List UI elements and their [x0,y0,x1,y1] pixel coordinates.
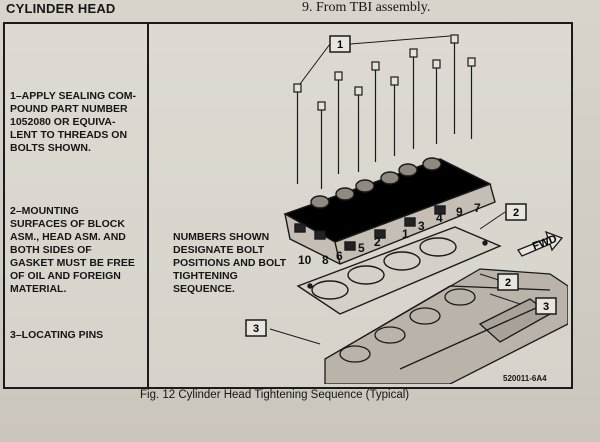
seq-6: 6 [336,249,343,263]
seq-3: 3 [418,219,425,233]
callout-2-upper-label: 2 [513,207,519,219]
note-sealing-compound: 1–APPLY SEALING COM- POUND PART NUMBER 1… [10,90,137,154]
step-text: 9. From TBI assembly. [302,0,431,15]
seq-5: 5 [358,241,365,255]
callout-2-lower-label: 2 [505,277,511,289]
seq-7: 7 [474,201,481,215]
note-locating-pins: 3–LOCATING PINS [10,329,104,341]
note-bolt-sequence: NUMBERS SHOWN DESIGNATE BOLT POSITIONS A… [173,231,287,295]
seq-1: 1 [402,227,409,241]
callout-2-upper: 2 [505,203,527,221]
callout-3-left: 3 [245,319,267,337]
seq-8: 8 [322,253,329,267]
callout-1-label: 1 [337,39,343,51]
callout-3-right-label: 3 [543,301,549,313]
cylinder-head-drawing [283,157,496,265]
seq-9: 9 [456,205,463,219]
seq-2: 2 [374,235,381,249]
figure-reference-code: 520011-6A4 [503,374,547,383]
callout-2-lower: 2 [497,273,519,291]
head-bolts-drawing [293,34,476,189]
callout-3-right: 3 [535,297,557,315]
seq-4: 4 [436,211,443,225]
note-mounting-surfaces: 2–MOUNTING SURFACES OF BLOCK ASM., HEAD … [10,205,135,295]
fwd-label: FWD [531,233,559,253]
figure-divider [147,22,149,387]
seq-10: 10 [298,253,312,267]
callout-1: 1 [329,35,351,53]
figure-caption: Fig. 12 Cylinder Head Tightening Sequenc… [140,389,410,401]
forward-arrow: FWD [517,230,564,257]
callout-3-left-label: 3 [253,323,259,335]
cylinder-head-exploded-diagram: 1 2 2 3 3 10 8 6 5 2 1 3 4 9 7 [245,34,568,384]
head-gasket-drawing [296,226,502,315]
section-title: CYLINDER HEAD [6,1,116,16]
bolt-sequence-numbers: 10 8 6 5 2 1 3 4 9 7 [298,201,481,267]
